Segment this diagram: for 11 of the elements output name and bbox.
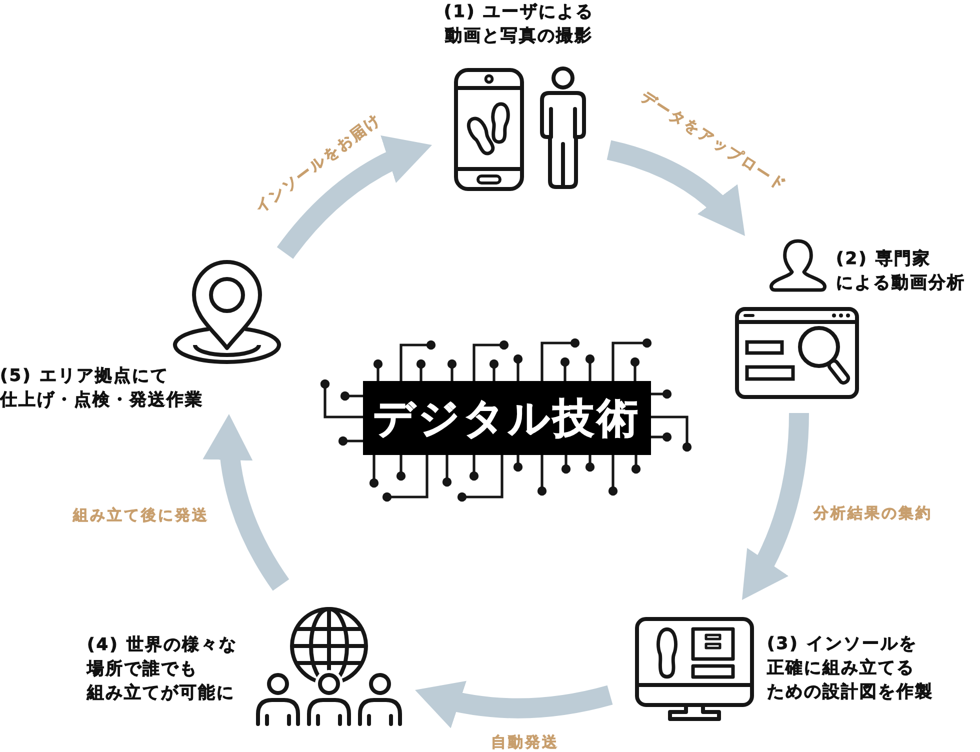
arrow (739, 412, 809, 600)
edge-label: 組み立て後に発送 (71, 506, 211, 524)
arrow (606, 140, 747, 236)
step-text: (4) 世界の様々な場所で誰でも組み立てが可能に (87, 634, 238, 705)
edge-label: 自動発送 (489, 733, 561, 751)
arrow (204, 414, 290, 591)
arrow (277, 136, 432, 260)
step-text: (1) ユーザによる動画と写真の撮影 (442, 1, 596, 48)
arrow (414, 680, 613, 728)
step-text: (2) 専門家による動画分析 (836, 248, 966, 295)
step-text: (3) インソールを正確に組み立てるための設計図を作製 (767, 633, 934, 704)
